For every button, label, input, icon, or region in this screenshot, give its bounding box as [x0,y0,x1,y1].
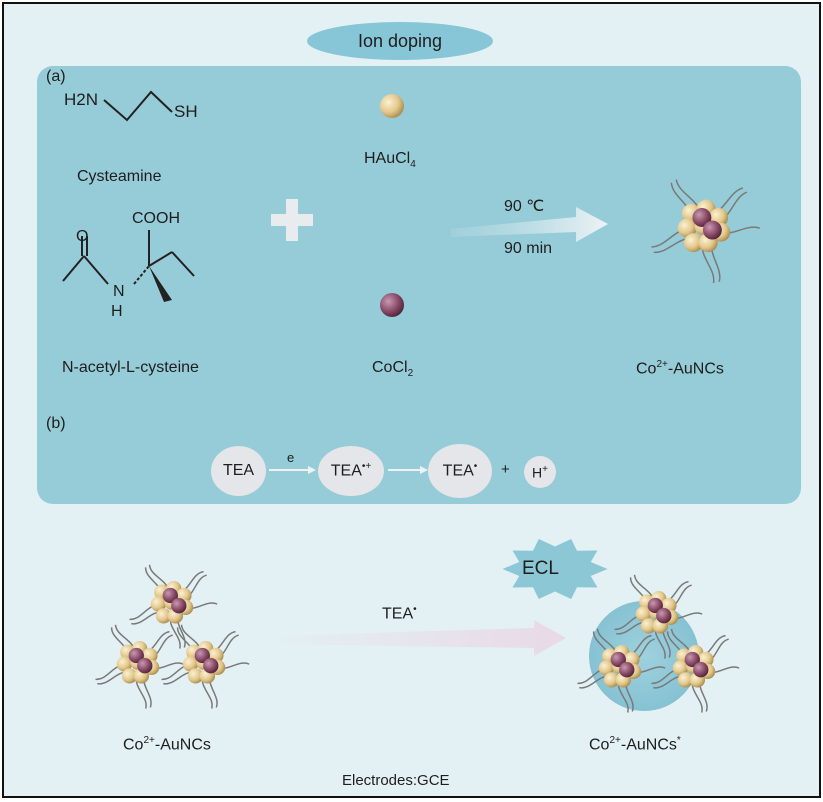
reaction-time: 90 min [504,240,553,257]
gold-atom [121,668,138,684]
cobalt-atom [203,658,219,674]
product-label-excited: Co2+-AuNCs* [589,735,681,754]
gold-atom [677,672,694,688]
gold-atom [684,233,703,253]
tea-arrow [272,620,566,656]
gold-atom [598,660,615,676]
cysteamine-thiol-group: SH [174,102,198,121]
precursor-spheres [380,94,608,317]
cobalt-atom [128,647,144,664]
ecl-burst-shape [502,539,608,599]
nanocluster-layer [95,179,761,713]
electrode-label: Electrodes:GCE [342,772,450,789]
cobalt-atom [693,662,709,678]
gold-atom [640,618,657,634]
cobalt-atom [619,662,635,678]
cocl2-label: CoCl2 [372,359,414,380]
plus-sign [271,199,313,241]
tea-radical-cation-node: TEA•+ [318,446,384,496]
tea-radical-node: TEA• [428,444,492,498]
nac-oxygen: O [76,228,89,245]
cobalt-atom [610,651,626,668]
reaction-temperature: 90 ℃ [504,198,545,215]
cobalt-atom [656,608,672,624]
cobalt-atom [684,651,700,668]
nac-carboxyl: COOH [132,210,180,227]
gold-atom [187,668,204,684]
tea-node: TEA [211,446,266,496]
panel-b-label: (b) [46,415,66,432]
gold-precursor-sphere [380,94,404,118]
cobalt-atom [702,220,722,240]
cobalt-atom [171,598,187,614]
cobalt-atom [162,587,178,604]
cobalt-atom [692,208,712,227]
cysteamine-name: Cysteamine [77,168,162,185]
ion-doping-title: Ion doping [307,22,493,60]
nac-nitrogen: N [113,283,125,300]
nac-structure [62,230,195,302]
gold-atom [150,596,167,612]
plus-label: + [501,461,510,478]
cobalt-precursor-sphere [380,293,404,317]
nac-hydrogen: H [111,303,123,320]
gold-atom [672,660,689,676]
panel-a-label: (a) [46,68,66,85]
cobalt-atom [137,658,153,674]
product-label-left: Co2+-AuNCs [123,735,211,754]
haucl4-label: HAuCl4 [364,150,416,171]
ecl-label: ECL [522,558,559,579]
product-label-a: Co2+-AuNCs [636,359,724,378]
gold-atom [603,672,620,688]
cysteamine-structure [103,90,173,122]
panel-background [37,66,801,504]
cobalt-atom [194,647,210,664]
cobalt-atom [647,597,663,614]
nac-name: N-acetyl-L-cysteine [62,359,199,376]
proton-node: H+ [524,456,556,488]
gold-atom [677,218,697,238]
cysteamine-amine-group: H2N [64,90,99,109]
panel-b-arrows [269,466,428,474]
gold-atom [155,608,172,624]
reaction-arrow [451,207,608,242]
gold-atom [635,606,652,622]
tea-radical-reagent: TEA• [382,604,417,623]
gold-atom [182,656,199,672]
gold-atom [116,656,133,672]
electron-label: e [287,450,295,465]
